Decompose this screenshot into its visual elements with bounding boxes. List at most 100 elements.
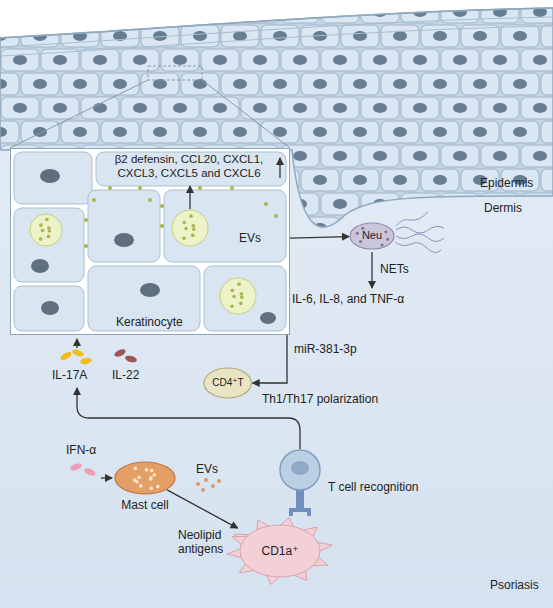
epidermis xyxy=(0,8,553,38)
granule xyxy=(384,230,387,233)
granule xyxy=(386,238,389,241)
zoom-lines xyxy=(10,66,290,148)
inset-cells xyxy=(14,286,84,331)
vesicles xyxy=(192,227,196,231)
granule xyxy=(134,467,138,471)
annotation-label: Neolipid antigens xyxy=(178,528,236,557)
inset-cells xyxy=(10,148,290,335)
vesicles xyxy=(232,295,236,299)
connector-arrow xyxy=(290,237,349,238)
granule xyxy=(139,484,143,488)
zoom-lines xyxy=(202,80,290,148)
vesicles xyxy=(191,234,195,238)
ev-dots xyxy=(160,204,164,208)
dendritic-cell: CD1a⁺ xyxy=(225,515,335,587)
epidermis xyxy=(0,17,553,47)
node-text: Mast cell xyxy=(121,498,168,512)
neutrophil-cell: Neu xyxy=(349,222,395,250)
vesicles xyxy=(240,295,244,299)
annotation-label: Dermis xyxy=(484,201,522,215)
ev-dots xyxy=(198,186,202,190)
granule xyxy=(150,469,154,473)
epidermis xyxy=(0,26,553,56)
t-cell xyxy=(291,461,309,475)
vesicles xyxy=(189,214,193,218)
inset-cells xyxy=(14,208,84,282)
mast-cell-outline xyxy=(114,461,176,495)
inset-cells xyxy=(10,148,290,335)
zoom-lines xyxy=(148,66,202,80)
vesicles xyxy=(41,229,45,233)
zoom-lines xyxy=(10,80,148,148)
cell-body xyxy=(115,462,175,494)
node-text: CD4⁺T xyxy=(212,377,243,389)
mast-cell-evs xyxy=(211,484,215,488)
node-text: β2 defensin, CCL20, CXCL1, CXCL3, CXCL5 … xyxy=(103,153,275,181)
t-cell xyxy=(280,450,320,516)
vesicles xyxy=(47,226,51,230)
inset-cells xyxy=(41,301,59,315)
inset-cells xyxy=(40,169,60,183)
inset-cells xyxy=(88,266,200,331)
arrows xyxy=(101,477,112,478)
annotation-label: Th1/Th17 polarization xyxy=(262,392,378,406)
granule xyxy=(361,227,364,230)
mast-cell-evs xyxy=(201,488,205,492)
cell-body xyxy=(240,525,320,577)
annotation-label: miR-381-3p xyxy=(294,342,357,356)
granule xyxy=(137,476,141,480)
vesicles xyxy=(47,235,51,239)
inset-cells xyxy=(114,233,134,247)
node-text: Keratinocyte xyxy=(116,315,183,329)
cytokines xyxy=(69,462,82,472)
vesicles xyxy=(182,221,186,225)
mast-cell-evs xyxy=(204,478,208,482)
cytokines xyxy=(124,355,137,364)
ev-dots xyxy=(274,214,278,218)
cell-body xyxy=(204,368,251,398)
ev-dots xyxy=(160,224,164,228)
inset-cells xyxy=(31,259,49,273)
ev-dots xyxy=(230,186,234,190)
inset-panel: β2 defensin, CCL20, CXCL1, CXCL3, CXCL5 … xyxy=(10,148,290,335)
connector-arrow xyxy=(253,335,287,383)
granule xyxy=(145,468,149,472)
annotation-label: IL-17A xyxy=(52,368,87,382)
vesicles xyxy=(240,292,244,296)
t-cell xyxy=(289,508,311,516)
ev-dots xyxy=(84,218,88,222)
annotation-label: T cell recognition xyxy=(328,480,419,494)
vesicles xyxy=(237,282,241,286)
cytokines xyxy=(80,357,93,365)
annotation-label: IL-22 xyxy=(112,368,139,382)
granule xyxy=(149,477,153,481)
vesicles xyxy=(230,289,234,293)
nets xyxy=(396,226,444,233)
node-text: Neu xyxy=(362,229,382,242)
ev-dots xyxy=(108,186,112,190)
ev-dots xyxy=(92,198,96,202)
t-cell xyxy=(280,450,320,490)
inset-cells xyxy=(88,190,160,262)
inset-cells xyxy=(260,312,276,324)
ev-dots xyxy=(138,186,142,190)
ev-dots xyxy=(264,202,268,206)
inset-cells xyxy=(96,152,286,186)
connector-arrow xyxy=(167,490,238,528)
granule xyxy=(359,240,362,243)
vesicles xyxy=(45,218,49,222)
arrows xyxy=(76,339,77,348)
inset-cells xyxy=(164,190,286,262)
mast-cell-evs xyxy=(196,482,200,486)
annotation-label: NETs xyxy=(380,262,409,276)
vesicles xyxy=(182,236,186,240)
arrows xyxy=(371,252,372,288)
cytokines xyxy=(59,348,137,478)
annotation-label: Epidermis xyxy=(480,176,533,190)
cytokines xyxy=(71,348,84,358)
